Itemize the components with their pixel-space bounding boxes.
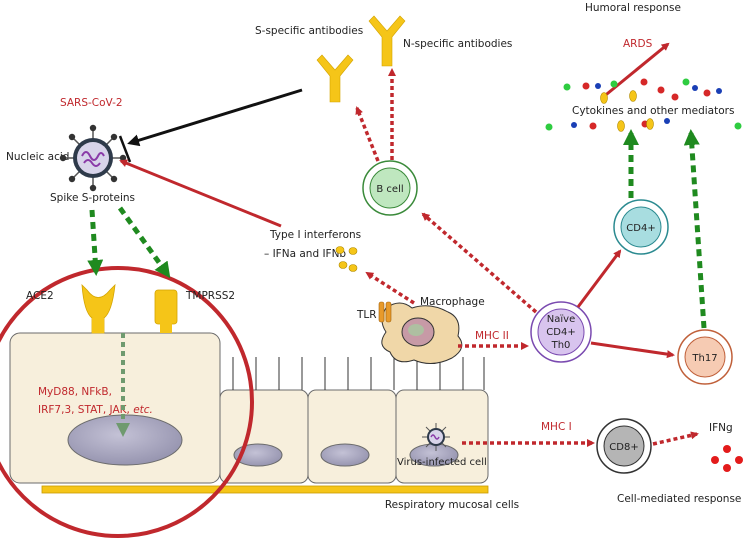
macrophage-to-interferons-arrow <box>365 271 415 305</box>
ifna-ifnb-label: – IFNa and IFNb <box>264 248 346 260</box>
th17-to-cytokines-arrow <box>683 129 707 329</box>
basement-membrane <box>41 485 489 494</box>
ace2-receptor <box>81 283 116 334</box>
virus-to-tmprss2-arrow <box>117 206 171 279</box>
virus-infected-cell-label: Virus-infected cell <box>397 457 487 468</box>
n-specific-antibody <box>368 15 406 67</box>
b-cell-label: B cell <box>376 184 403 195</box>
cd8-to-ifng-arrow <box>652 431 699 446</box>
nucleus-3 <box>320 443 370 467</box>
cd4-label: CD4+ <box>626 223 655 234</box>
th17-label: Th17 <box>691 353 717 364</box>
naive-label-line2: CD4+ <box>546 327 575 338</box>
cytokine-dots <box>545 78 742 132</box>
cytokines-label: Cytokines and other mediators <box>572 105 734 117</box>
th17-cell-nucleus <box>684 336 726 378</box>
naive-to-bcell-arrow <box>421 212 538 314</box>
interferons-to-virus-arrow <box>119 159 282 228</box>
tmprss2-receptor <box>154 289 178 333</box>
ace2-label: ACE2 <box>26 290 54 302</box>
cell-mediated-response-label: Cell-mediated response <box>617 493 741 505</box>
b-cell-nucleus <box>369 167 411 209</box>
cytokines-to-ards-arrow <box>601 42 670 100</box>
sars-cov-2-virion <box>59 124 127 192</box>
n-specific-antibodies-label: N-specific antibodies <box>403 38 512 50</box>
naive-to-cd4-arrow <box>576 249 622 308</box>
virus-to-ace2-arrow <box>87 209 104 276</box>
spike-proteins-label: Spike S-proteins <box>50 192 135 204</box>
signaling-line-2: IRF7,3, STAT, JAK, etc. <box>38 404 153 416</box>
ifng-dots <box>711 445 743 472</box>
ards-label: ARDS <box>623 38 653 50</box>
tlr-receptor-2 <box>385 301 392 323</box>
mhc2-label: MHC II <box>475 330 509 342</box>
cd8-cell-nucleus <box>603 425 645 467</box>
nucleus-2 <box>233 443 283 467</box>
ifng-label: IFNg <box>709 422 733 434</box>
nucleic-acid-label: Nucleic acid <box>6 151 69 163</box>
naive-label-line1: Naïve <box>547 314 575 325</box>
type1-interferons-label: Type I interferons <box>269 229 361 241</box>
small-virion <box>422 423 450 451</box>
s-specific-antibody <box>316 54 354 103</box>
rna-strand <box>81 151 105 167</box>
neutralization-bar <box>118 135 132 163</box>
nucleus-large <box>67 414 183 466</box>
respiratory-epithelium: Respiratory mucosal cells <box>0 266 519 538</box>
cd4-cell-nucleus <box>620 206 662 248</box>
cilia <box>232 357 485 390</box>
naive-cell-nucleus <box>537 308 585 356</box>
naive-to-th17-arrow <box>590 341 675 359</box>
cd8-label: CD8+ <box>609 442 638 453</box>
macrophage-label: Macrophage <box>420 296 485 308</box>
humoral-response-label: Humoral response <box>585 2 681 14</box>
tlr-label: TLR <box>356 309 377 321</box>
antibody-neutralization-arrow <box>127 88 303 147</box>
bcell-to-s-antibody-arrow <box>355 106 380 162</box>
macrophage-cell <box>378 301 463 364</box>
naive-label-line3: Th0 <box>551 340 571 351</box>
tmprss2-label: TMPRSS2 <box>185 290 235 302</box>
signaling-line-1: MyD88, NFkB, <box>38 386 112 398</box>
s-specific-antibodies-label: S-specific antibodies <box>255 25 363 37</box>
tlr-receptor-1 <box>378 301 385 323</box>
respiratory-mucosal-cells-label: Respiratory mucosal cells <box>385 499 519 511</box>
sars-cov-2-label: SARS-CoV-2 <box>60 97 123 109</box>
epithelial-cell-3 <box>307 389 397 484</box>
highlight-circle <box>0 266 254 538</box>
mhc1-label: MHC I <box>541 421 572 433</box>
interferon-dots <box>335 246 358 272</box>
